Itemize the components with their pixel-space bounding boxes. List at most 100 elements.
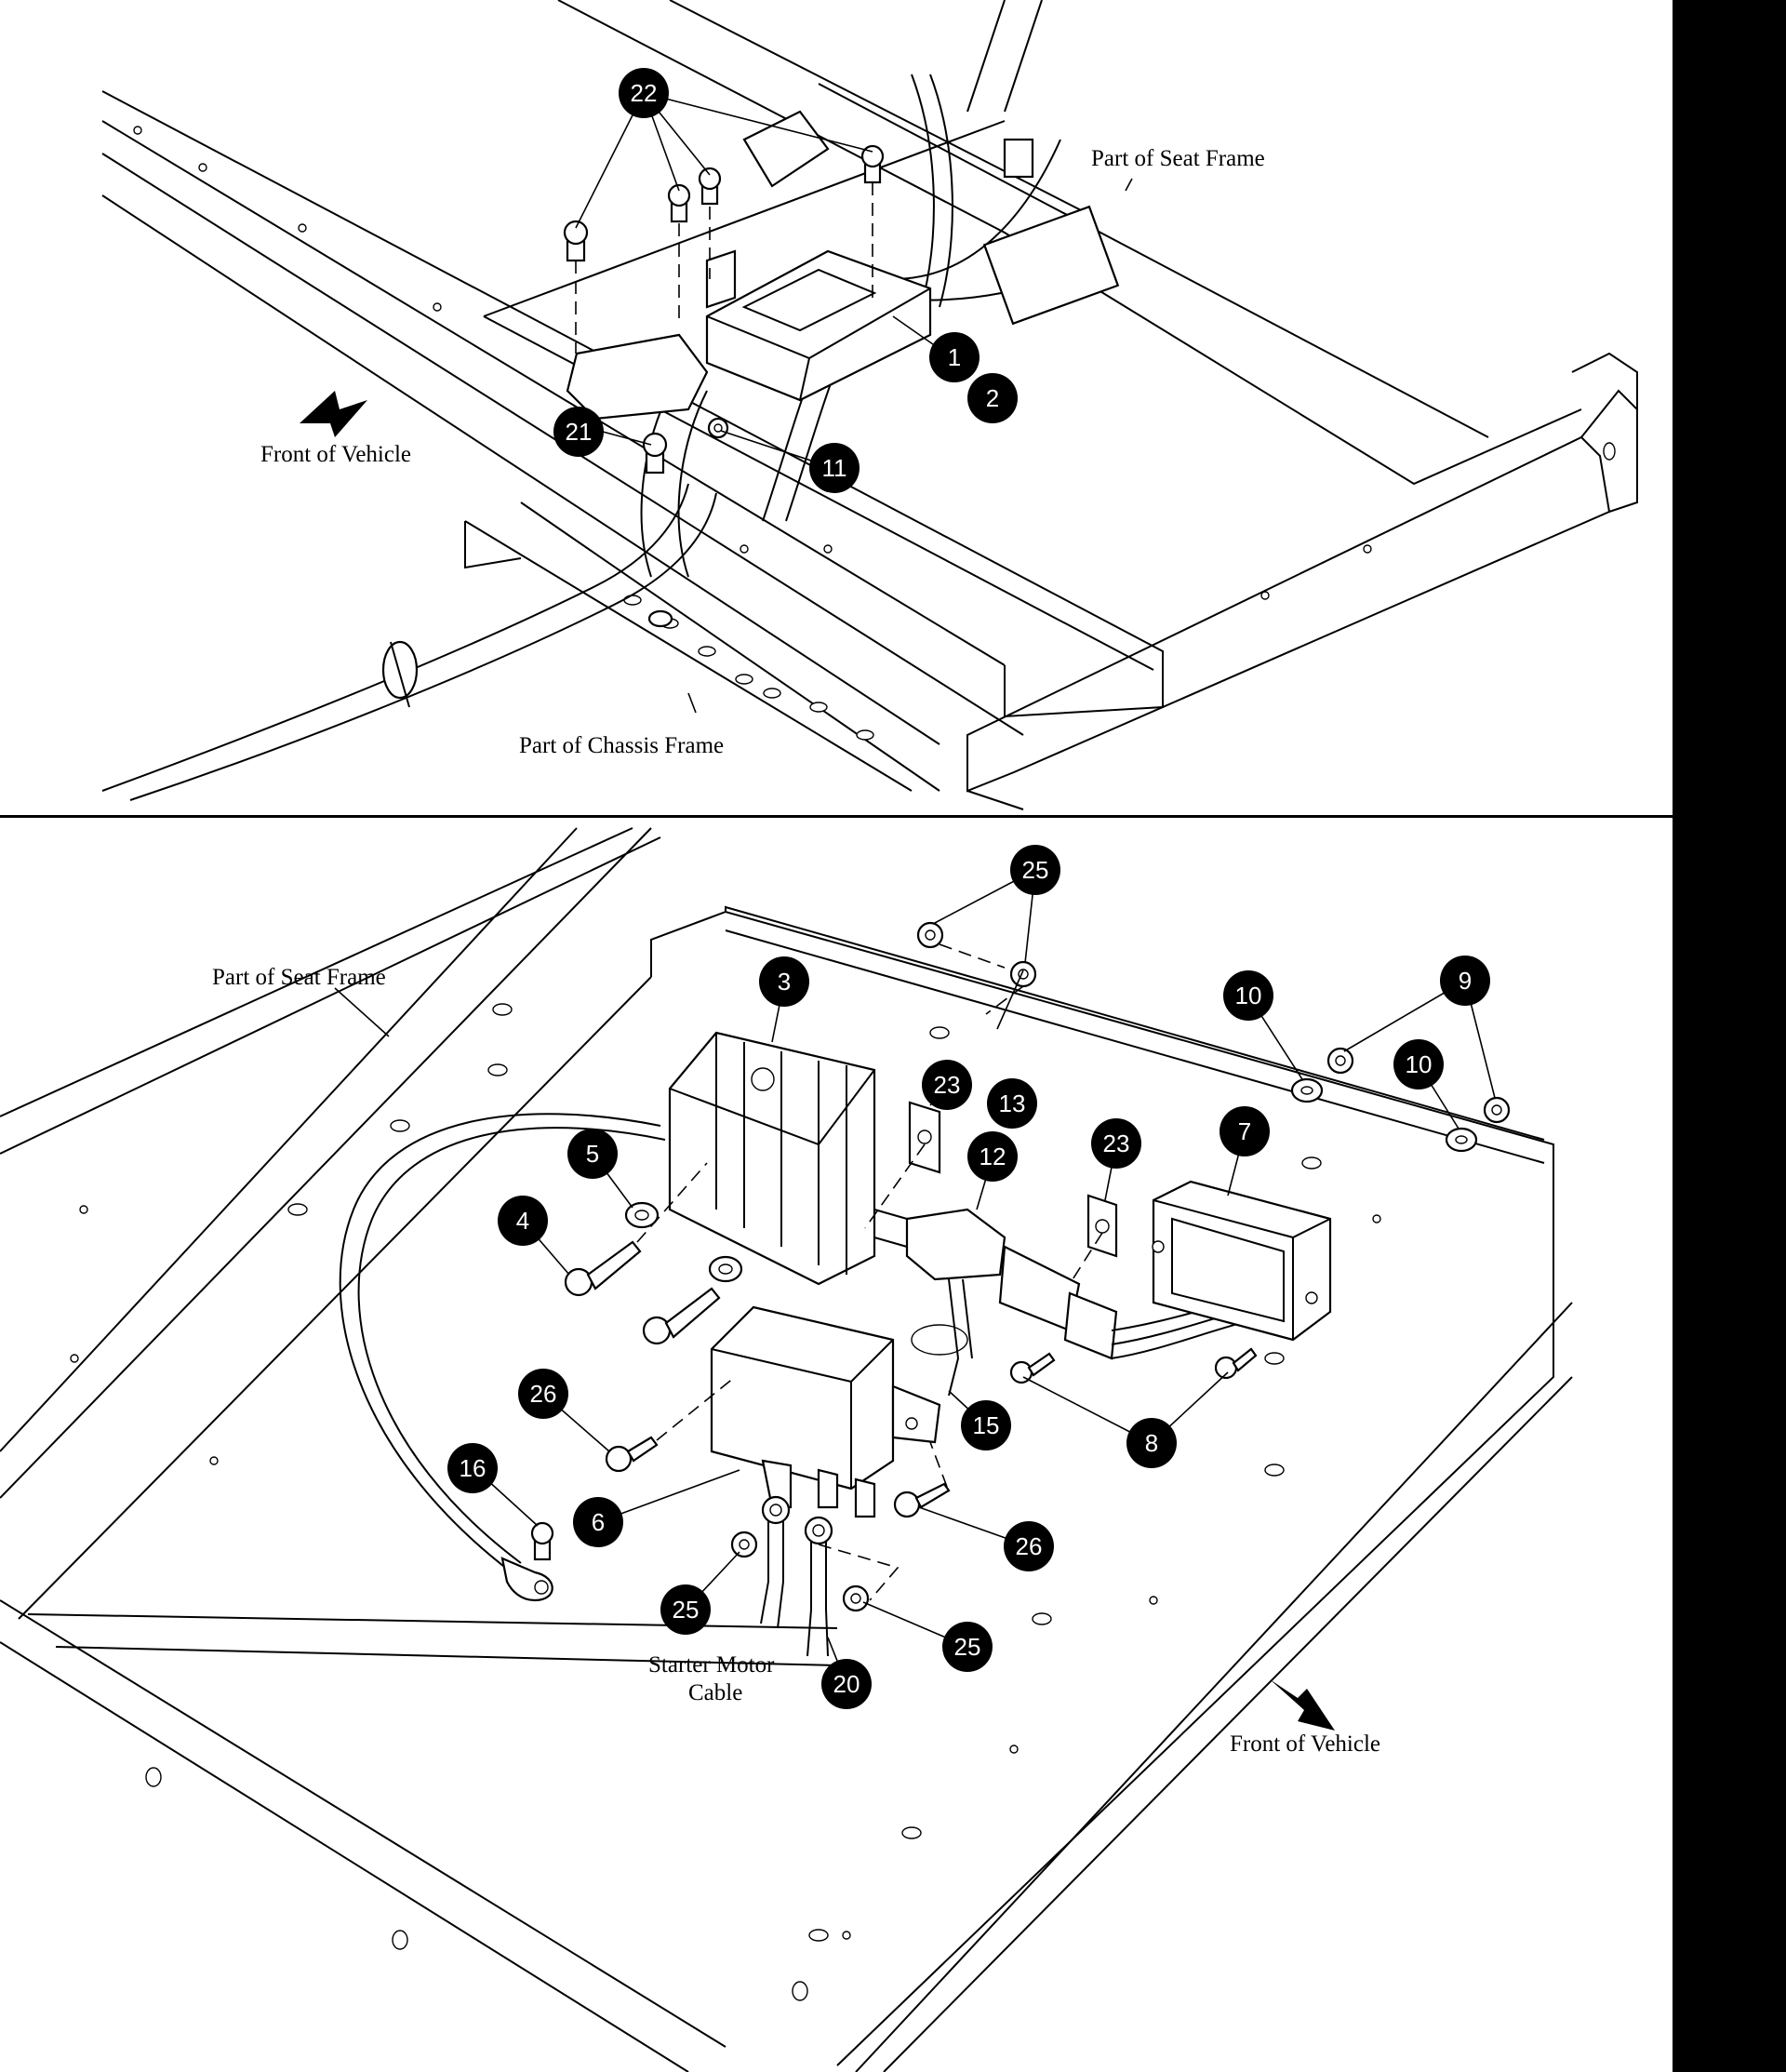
ground-cable	[339, 1113, 666, 1602]
svg-text:1: 1	[948, 343, 961, 371]
callout-2: 2	[967, 373, 1018, 423]
svg-text:11: 11	[822, 454, 847, 482]
svg-text:22: 22	[631, 79, 658, 107]
label-seat-frame-bottom: Part of Seat Frame	[212, 965, 386, 990]
svg-text:6: 6	[592, 1508, 605, 1536]
callout-25-left: 25	[660, 1584, 711, 1635]
svg-text:23: 23	[934, 1071, 961, 1099]
svg-text:21: 21	[566, 418, 593, 446]
bolt-4-a	[564, 1240, 642, 1297]
label-front-of-vehicle-top: Front of Vehicle	[260, 442, 411, 467]
label-seat-frame-top: Part of Seat Frame	[1091, 146, 1265, 171]
svg-text:20: 20	[833, 1670, 860, 1698]
bracket-23-left	[908, 1101, 941, 1174]
bracket-23-right	[1086, 1194, 1118, 1258]
bottom-view: 25 3 10 9 10 23 13 12 23 7 5 4 26 16 6 1…	[0, 827, 1573, 2072]
svg-text:8: 8	[1145, 1429, 1158, 1457]
nut-25-b	[1009, 960, 1037, 988]
callout-10-a: 10	[1223, 970, 1273, 1021]
svg-text:13: 13	[999, 1089, 1026, 1117]
svg-text:5: 5	[586, 1140, 599, 1168]
top-control-module	[566, 110, 1120, 421]
screw-8-b	[1214, 1347, 1258, 1380]
callout-23-b: 23	[1091, 1118, 1141, 1169]
svg-text:10: 10	[1406, 1050, 1433, 1078]
washer-10-b	[1445, 1127, 1478, 1153]
connectors	[873, 1208, 1294, 1397]
callout-9: 9	[1440, 956, 1490, 1006]
nut-25-c	[730, 1531, 758, 1558]
label-front-of-vehicle-bottom: Front of Vehicle	[1230, 1731, 1380, 1757]
nut-25-d	[842, 1584, 870, 1612]
nut-9-a	[1326, 1047, 1354, 1075]
washer-10-a	[1290, 1077, 1324, 1103]
callout-22: 22	[619, 68, 669, 118]
washer-5-a	[624, 1201, 660, 1229]
label-starter-motor-cable-line2: Cable	[688, 1680, 742, 1705]
svg-text:25: 25	[954, 1633, 981, 1661]
callout-10-b: 10	[1393, 1039, 1444, 1089]
callout-25-top: 25	[1010, 845, 1060, 895]
bolt-22d	[860, 144, 885, 184]
svg-text:26: 26	[530, 1380, 557, 1408]
callout-5: 5	[567, 1129, 618, 1179]
bolt-16	[530, 1521, 554, 1561]
callout-26-a: 26	[518, 1369, 568, 1419]
fasteners	[530, 921, 1511, 1612]
bottom-front-arrow-icon	[1270, 1679, 1335, 1731]
svg-text:4: 4	[516, 1207, 529, 1235]
svg-text:25: 25	[1022, 856, 1049, 884]
starter-terminals	[760, 1495, 900, 1657]
bolt-4-b	[642, 1287, 721, 1345]
svg-text:2: 2	[986, 384, 999, 412]
nut-11	[707, 417, 729, 439]
svg-text:25: 25	[673, 1596, 700, 1624]
svg-text:16: 16	[460, 1454, 486, 1482]
top-front-arrow-icon	[300, 391, 367, 437]
callout-13: 13	[987, 1078, 1037, 1129]
starter-solenoid	[710, 1305, 941, 1518]
callout-7: 7	[1220, 1106, 1270, 1156]
callout-11: 11	[809, 443, 860, 493]
module-7	[1152, 1180, 1332, 1342]
callout-16: 16	[447, 1443, 498, 1493]
top-bolts	[563, 144, 885, 475]
label-starter-motor-cable-line1: Starter Motor	[648, 1652, 775, 1678]
right-margin-bar	[1673, 0, 1786, 2072]
top-view: 22 1 2 21 11 Part of Seat Frame Front of…	[101, 0, 1638, 810]
svg-text:12: 12	[980, 1143, 1006, 1170]
callout-4: 4	[498, 1196, 548, 1246]
voltage-regulator	[668, 1031, 876, 1286]
svg-text:3: 3	[778, 968, 791, 996]
nut-9-b	[1483, 1096, 1511, 1124]
bolt-26-b	[893, 1482, 951, 1518]
svg-text:15: 15	[973, 1411, 1000, 1439]
svg-text:9: 9	[1459, 967, 1472, 995]
nut-25-a	[916, 921, 944, 949]
callout-20: 20	[821, 1659, 872, 1709]
screw-8-a	[1009, 1352, 1056, 1384]
callout-15: 15	[961, 1400, 1011, 1450]
callout-23-a: 23	[922, 1060, 972, 1110]
callout-1: 1	[929, 332, 980, 382]
callout-12: 12	[967, 1131, 1018, 1182]
callout-3: 3	[759, 956, 809, 1007]
callout-21: 21	[553, 407, 604, 457]
svg-text:26: 26	[1016, 1532, 1043, 1560]
callout-8: 8	[1126, 1418, 1177, 1468]
bottom-frame	[0, 827, 1573, 2072]
callout-6: 6	[573, 1497, 623, 1547]
washer-5-b	[708, 1255, 743, 1283]
bolt-22b	[667, 183, 691, 223]
bolt-26-a	[605, 1436, 659, 1473]
svg-text:10: 10	[1235, 982, 1262, 1009]
callout-25-right: 25	[942, 1622, 993, 1672]
svg-text:23: 23	[1103, 1130, 1130, 1157]
callout-26-b: 26	[1004, 1521, 1054, 1571]
bolt-22a	[563, 220, 589, 262]
bolt-21	[642, 432, 668, 475]
bolt-22c	[698, 167, 722, 206]
view-divider	[0, 815, 1673, 818]
